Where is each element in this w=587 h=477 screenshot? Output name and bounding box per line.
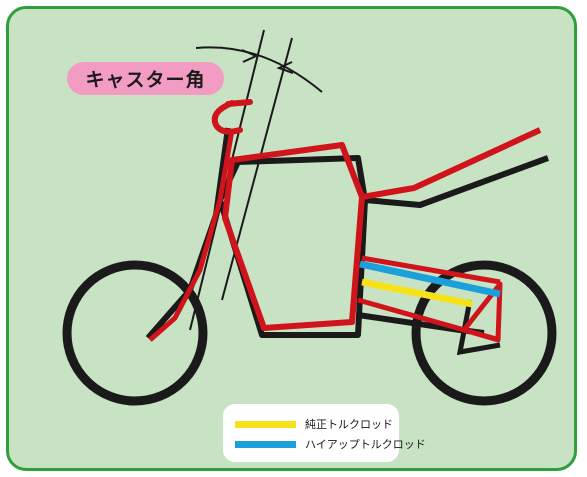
modified-seat [361,127,542,200]
legend-item-high-up: ハイアップトルクロッド [223,436,426,452]
legend: 純正トルクロッド ハイアップトルクロッド [223,404,426,462]
modified-swingarm-upper [361,255,501,285]
caster-arrow-left [241,49,259,63]
legend-item-stock: 純正トルクロッド [223,416,393,432]
legend-label-stock: 純正トルクロッド [305,418,393,431]
modified-fork [148,129,235,342]
caster-angle-arc [195,46,323,93]
high-up-torque-rod [359,260,501,298]
rear-wheel [411,260,557,406]
original-seat [364,155,550,208]
legend-swatch-yellow [235,420,296,428]
legend-swatch-blue [235,440,296,448]
modified-tank [222,142,365,331]
original-fork [145,127,231,340]
front-wheel [62,260,208,406]
original-tank [217,155,368,338]
modified-triangle [461,281,503,343]
original-brace [456,299,501,356]
stock-torque-rod [361,278,473,308]
caster-angle-label: キャスター角 [67,62,224,95]
legend-label-high-up: ハイアップトルクロッド [305,438,426,451]
caster-line-steering [221,37,293,301]
caster-arrow-right [276,61,294,74]
